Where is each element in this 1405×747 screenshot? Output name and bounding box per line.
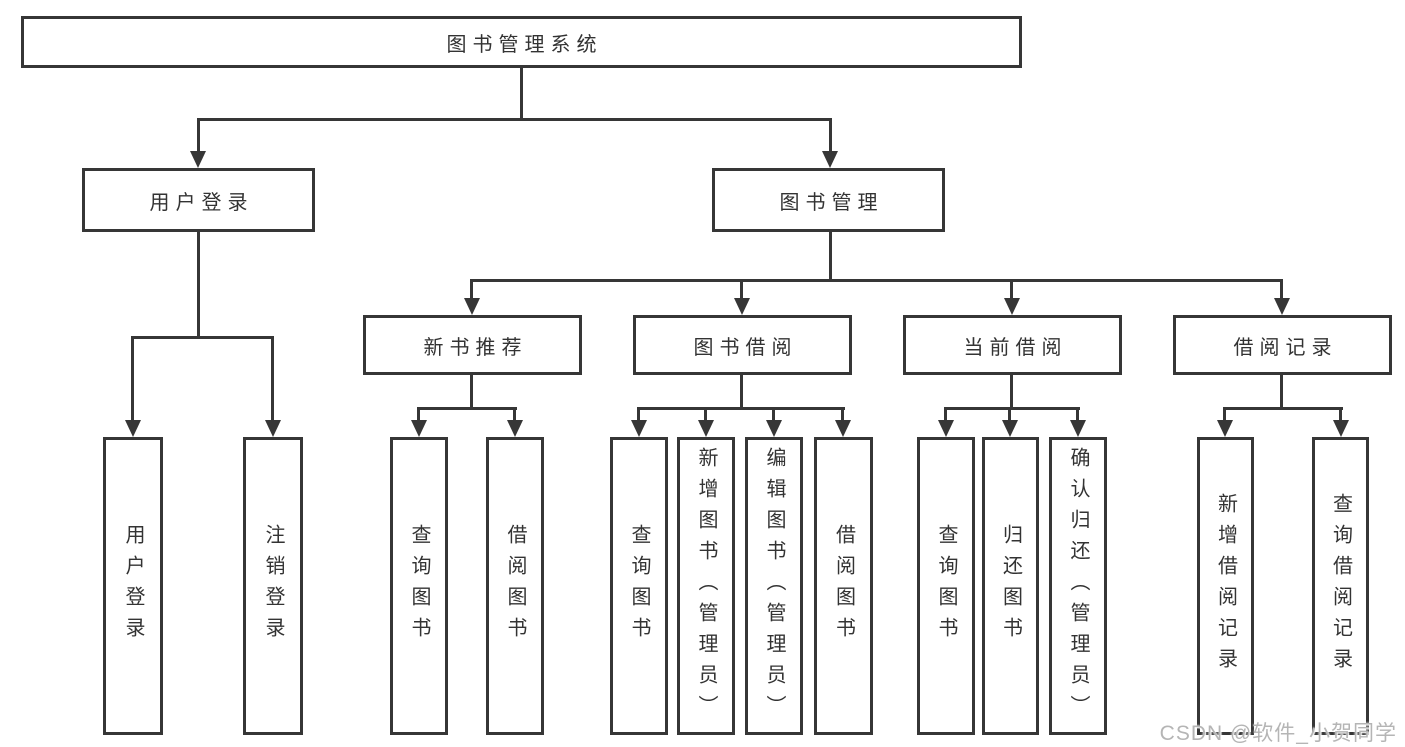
- connector-drop-br-query: [1339, 407, 1342, 422]
- node-new-book-recommend: 新书推荐: [363, 315, 582, 375]
- leaf-newbook-query-books-label: 查询图书: [408, 524, 430, 648]
- arrow-down-icon: [822, 151, 838, 168]
- connector-level2-rail: [470, 279, 1283, 282]
- connector-drop-leaf-user-login: [131, 336, 134, 423]
- node-current-borrowing: 当前借阅: [903, 315, 1122, 375]
- arrow-down-icon: [734, 298, 750, 315]
- connector-drop-current-borrow: [1010, 279, 1013, 301]
- connector-level1-rail: [197, 118, 832, 121]
- arrow-down-icon: [766, 420, 782, 437]
- arrow-down-icon: [1217, 420, 1233, 437]
- node-borrow-records-label: 借阅记录: [1233, 336, 1338, 359]
- connector-drop-new-book: [470, 279, 473, 301]
- arrow-down-icon: [1333, 420, 1349, 437]
- leaf-current-return-books: 归还图书: [982, 437, 1039, 735]
- connector-drop-nb-query: [417, 407, 420, 422]
- arrow-down-icon: [1002, 420, 1018, 437]
- arrow-down-icon: [190, 151, 206, 168]
- arrow-down-icon: [1004, 298, 1020, 315]
- connector-drop-book-mgmt: [829, 118, 832, 155]
- connector-borrowing-stem: [740, 375, 743, 407]
- connector-drop-book-borrow: [740, 279, 743, 301]
- node-library-system-label: 图书管理系统: [446, 33, 603, 56]
- leaf-records-add-record-label: 新增借阅记录: [1214, 493, 1237, 679]
- connector-drop-bb-add: [704, 407, 707, 422]
- leaf-records-query-record: 查询借阅记录: [1312, 437, 1369, 735]
- leaf-user-login-label: 用户登录: [122, 524, 144, 648]
- leaf-current-query-books: 查询图书: [917, 437, 975, 735]
- node-book-management-label: 图书管理: [779, 191, 884, 214]
- arrow-down-icon: [938, 420, 954, 437]
- node-user-login-label: 用户登录: [149, 191, 254, 214]
- arrow-down-icon: [1274, 298, 1290, 315]
- arrow-down-icon: [1070, 420, 1086, 437]
- arrow-down-icon: [835, 420, 851, 437]
- connector-drop-borrow-record: [1280, 279, 1283, 301]
- leaf-borrowing-borrow-books: 借阅图书: [814, 437, 873, 735]
- arrow-down-icon: [411, 420, 427, 437]
- leaf-user-login: 用户登录: [103, 437, 163, 735]
- connector-drop-leaf-logout: [271, 336, 274, 423]
- leaf-borrowing-query-books-label: 查询图书: [628, 524, 650, 648]
- arrow-down-icon: [631, 420, 647, 437]
- connector-newbook-stem: [470, 375, 473, 407]
- node-library-system: 图书管理系统: [21, 16, 1022, 68]
- connector-drop-user-login: [197, 118, 200, 155]
- leaf-newbook-query-books: 查询图书: [390, 437, 448, 735]
- leaf-current-query-books-label: 查询图书: [935, 524, 957, 648]
- leaf-newbook-borrow-books-label: 借阅图书: [504, 524, 526, 648]
- leaf-logout-label: 注销登录: [262, 524, 284, 648]
- node-current-borrowing-label: 当前借阅: [963, 336, 1068, 359]
- leaf-borrowing-add-books-admin-label: 新增图书（管理员）: [695, 446, 717, 726]
- connector-drop-bb-borrow: [841, 407, 844, 422]
- node-book-borrowing-label: 图书借阅: [693, 336, 798, 359]
- leaf-borrowing-edit-books-admin-label: 编辑图书（管理员）: [763, 446, 785, 726]
- connector-records-stem: [1280, 375, 1283, 407]
- node-new-book-recommend-label: 新书推荐: [423, 336, 528, 359]
- connector-newbook-rail: [417, 407, 517, 410]
- connector-book-mgmt-stem: [829, 232, 832, 279]
- connector-drop-cb-confirm: [1076, 407, 1079, 422]
- leaf-logout: 注销登录: [243, 437, 303, 735]
- connector-records-rail: [1223, 407, 1343, 410]
- arrow-down-icon: [507, 420, 523, 437]
- leaf-current-return-books-label: 归还图书: [999, 524, 1022, 648]
- connector-drop-br-add: [1223, 407, 1226, 422]
- node-book-borrowing: 图书借阅: [633, 315, 852, 375]
- csdn-watermark: CSDN @软件_小贺同学: [1159, 722, 1397, 745]
- connector-drop-cb-return: [1008, 407, 1011, 422]
- leaf-borrowing-add-books-admin: 新增图书（管理员）: [677, 437, 735, 735]
- leaf-newbook-borrow-books: 借阅图书: [486, 437, 544, 735]
- leaf-records-query-record-label: 查询借阅记录: [1329, 493, 1352, 679]
- connector-borrowing-rail: [637, 407, 845, 410]
- connector-user-login-stem: [197, 232, 200, 336]
- connector-drop-bb-edit: [772, 407, 775, 422]
- connector-current-rail: [944, 407, 1080, 410]
- connector-current-stem: [1010, 375, 1013, 407]
- leaf-current-confirm-return-admin-label: 确认归还（管理员）: [1067, 446, 1089, 726]
- connector-drop-nb-borrow: [513, 407, 516, 422]
- connector-drop-cb-query: [944, 407, 947, 422]
- node-book-management: 图书管理: [712, 168, 945, 232]
- leaf-current-confirm-return-admin: 确认归还（管理员）: [1049, 437, 1107, 735]
- connector-drop-bb-query: [637, 407, 640, 422]
- arrow-down-icon: [698, 420, 714, 437]
- arrow-down-icon: [125, 420, 141, 437]
- arrow-down-icon: [464, 298, 480, 315]
- leaf-borrowing-edit-books-admin: 编辑图书（管理员）: [745, 437, 803, 735]
- leaf-records-add-record: 新增借阅记录: [1197, 437, 1254, 735]
- arrow-down-icon: [265, 420, 281, 437]
- connector-root-stem: [520, 68, 523, 118]
- node-borrow-records: 借阅记录: [1173, 315, 1392, 375]
- node-user-login: 用户登录: [82, 168, 315, 232]
- connector-user-login-rail: [131, 336, 274, 339]
- leaf-borrowing-borrow-books-label: 借阅图书: [832, 524, 855, 648]
- leaf-borrowing-query-books: 查询图书: [610, 437, 668, 735]
